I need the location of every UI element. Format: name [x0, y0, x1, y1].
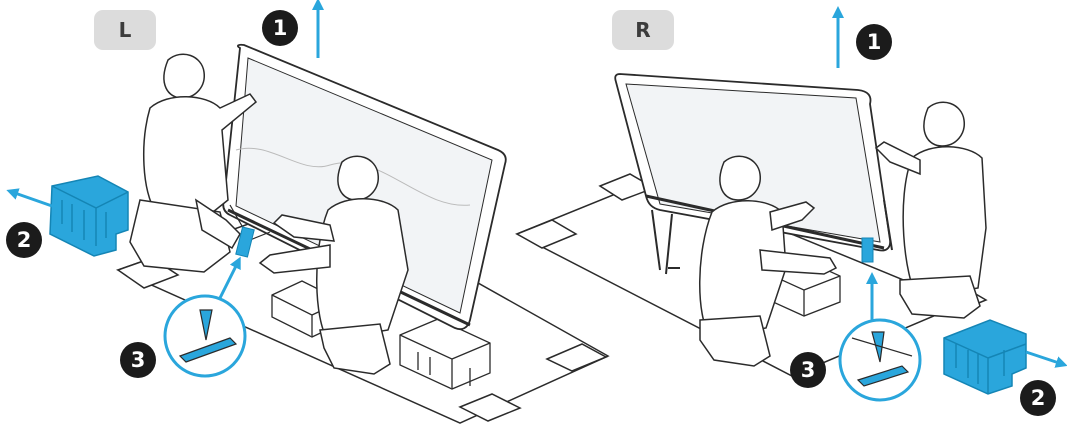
right-stand-clip [862, 238, 873, 262]
left-arrow-icon [12, 192, 52, 206]
step-number: 3 [131, 348, 146, 372]
right-person-back [876, 102, 986, 318]
side-label-right: R [612, 10, 674, 50]
foam-block-icon [944, 320, 1026, 394]
step-badge-left-1: 1 [262, 10, 298, 46]
side-label-right-text: R [635, 18, 650, 42]
right-floor-flap-1 [517, 220, 576, 248]
right-arrow-icon [1026, 352, 1062, 364]
step-badge-left-3: 3 [120, 342, 156, 378]
right-scene [517, 12, 1062, 400]
stand-foot-icon [165, 296, 245, 376]
left-floor-flap-2 [547, 344, 606, 371]
step-badge-left-2: 2 [6, 222, 42, 258]
left-floor-flap-3 [460, 394, 520, 421]
left-scene [12, 4, 608, 423]
step-number: 3 [801, 358, 816, 382]
up-arrow-icon [218, 262, 238, 302]
step-badge-right-2: 2 [1020, 380, 1056, 416]
step-number: 1 [273, 16, 288, 40]
stand-foot-icon [840, 320, 920, 400]
step-badge-right-1: 1 [856, 24, 892, 60]
step-number: 2 [17, 228, 32, 252]
step-number: 1 [867, 30, 882, 54]
side-label-left: L [94, 10, 156, 50]
step-badge-right-3: 3 [790, 352, 826, 388]
step-number: 2 [1031, 386, 1046, 410]
foam-block-icon [50, 176, 128, 256]
side-label-left-text: L [119, 18, 132, 42]
left-stand-clip [236, 227, 254, 257]
